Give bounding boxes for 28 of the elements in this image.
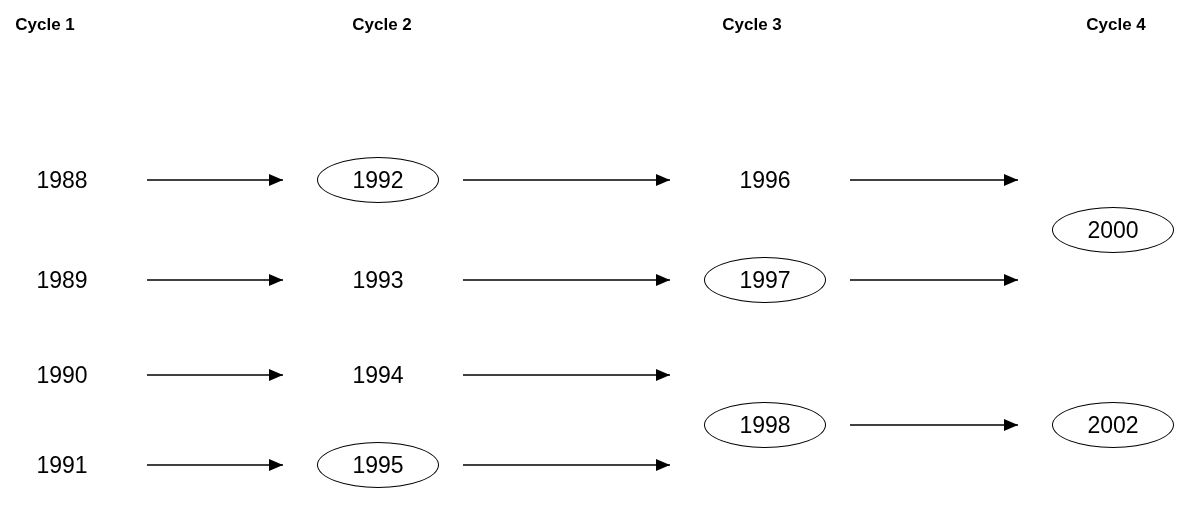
- year-ellipse: 1992: [317, 157, 439, 203]
- arrow: [849, 274, 1019, 286]
- year-label: 1991: [36, 447, 88, 483]
- arrow: [146, 174, 284, 186]
- arrow: [462, 274, 671, 286]
- arrow: [849, 174, 1019, 186]
- year-label: 1993: [352, 262, 404, 298]
- arrow: [146, 459, 284, 471]
- arrow: [146, 369, 284, 381]
- year-ellipse: 1997: [704, 257, 826, 303]
- arrow: [146, 274, 284, 286]
- year-label: 1988: [36, 162, 88, 198]
- year-ellipse: 2000: [1052, 207, 1174, 253]
- arrow: [462, 459, 671, 471]
- column-heading: Cycle 1: [15, 14, 75, 36]
- year-label: 1996: [739, 162, 791, 198]
- year-label: 1994: [352, 357, 404, 393]
- year-ellipse: 1998: [704, 402, 826, 448]
- year-label: 1989: [36, 262, 88, 298]
- arrow: [462, 369, 671, 381]
- column-heading: Cycle 2: [352, 14, 412, 36]
- year-ellipse: 2002: [1052, 402, 1174, 448]
- arrow: [462, 174, 671, 186]
- column-heading: Cycle 3: [722, 14, 782, 36]
- arrow: [849, 419, 1019, 431]
- column-heading: Cycle 4: [1086, 14, 1146, 36]
- year-label: 1990: [36, 357, 88, 393]
- year-ellipse: 1995: [317, 442, 439, 488]
